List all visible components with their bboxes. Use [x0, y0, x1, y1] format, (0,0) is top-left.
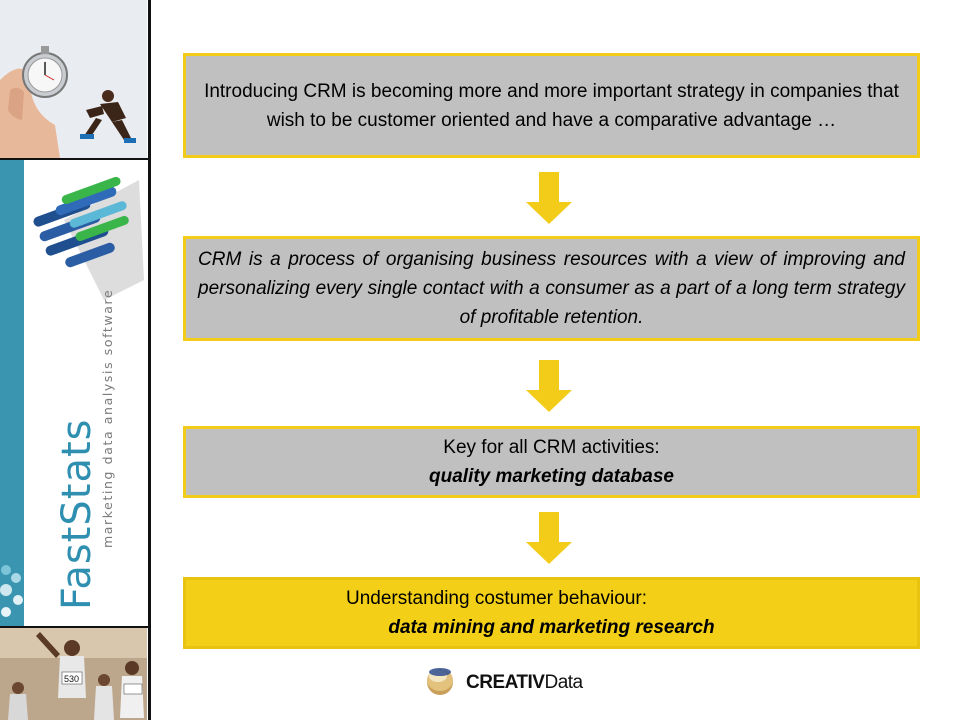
teal-strip	[0, 160, 24, 630]
flow-box-definition: CRM is a process of organising business …	[183, 236, 920, 341]
down-arrow-icon	[526, 512, 572, 564]
flow-box-understanding: Understanding costumer behaviour: data m…	[183, 577, 920, 649]
sidebar-divider-bottom	[0, 626, 150, 628]
down-arrow-icon	[526, 172, 572, 224]
down-arrow-icon	[526, 360, 572, 412]
dots-decoration	[0, 565, 23, 617]
sidebar-divider	[0, 158, 150, 160]
creativdata-logo-icon	[427, 668, 453, 695]
creativdata-logo-bold: CREATIV	[466, 672, 545, 693]
brand-name: FastStats	[54, 418, 100, 610]
flow-box-key-line2: quality marketing database	[429, 466, 674, 487]
creativdata-logo-text: CREATIVData	[466, 672, 583, 694]
flow-box-understanding-line1: Understanding costumer behaviour:	[345, 588, 647, 609]
brand-tagline: marketing data analysis software	[100, 288, 115, 548]
faststats-logo-area	[24, 160, 148, 628]
flow-box-intro: Introducing CRM is becoming more and mor…	[183, 53, 920, 158]
flow-box-understanding-line2: data mining and marketing research	[388, 617, 715, 638]
flow-box-key-line1: Key for all CRM activities:	[443, 437, 660, 458]
stopwatch-sprinter-photo	[0, 0, 147, 158]
runners-photo: 530	[0, 628, 147, 720]
sidebar-border	[148, 0, 151, 720]
sidebar: FastStats marketing data analysis softwa…	[0, 0, 151, 720]
faststats-logo-graphic	[33, 176, 144, 300]
svg-text:530: 530	[64, 674, 79, 684]
flow-box-key: Key for all CRM activities: quality mark…	[183, 426, 920, 498]
creativdata-logo: CREATIVData	[424, 662, 624, 698]
flow-box-definition-text: CRM is a process of organising business …	[198, 249, 905, 328]
creativdata-logo-light: Data	[544, 672, 583, 693]
flow-box-intro-text: Introducing CRM is becoming more and mor…	[204, 80, 899, 131]
